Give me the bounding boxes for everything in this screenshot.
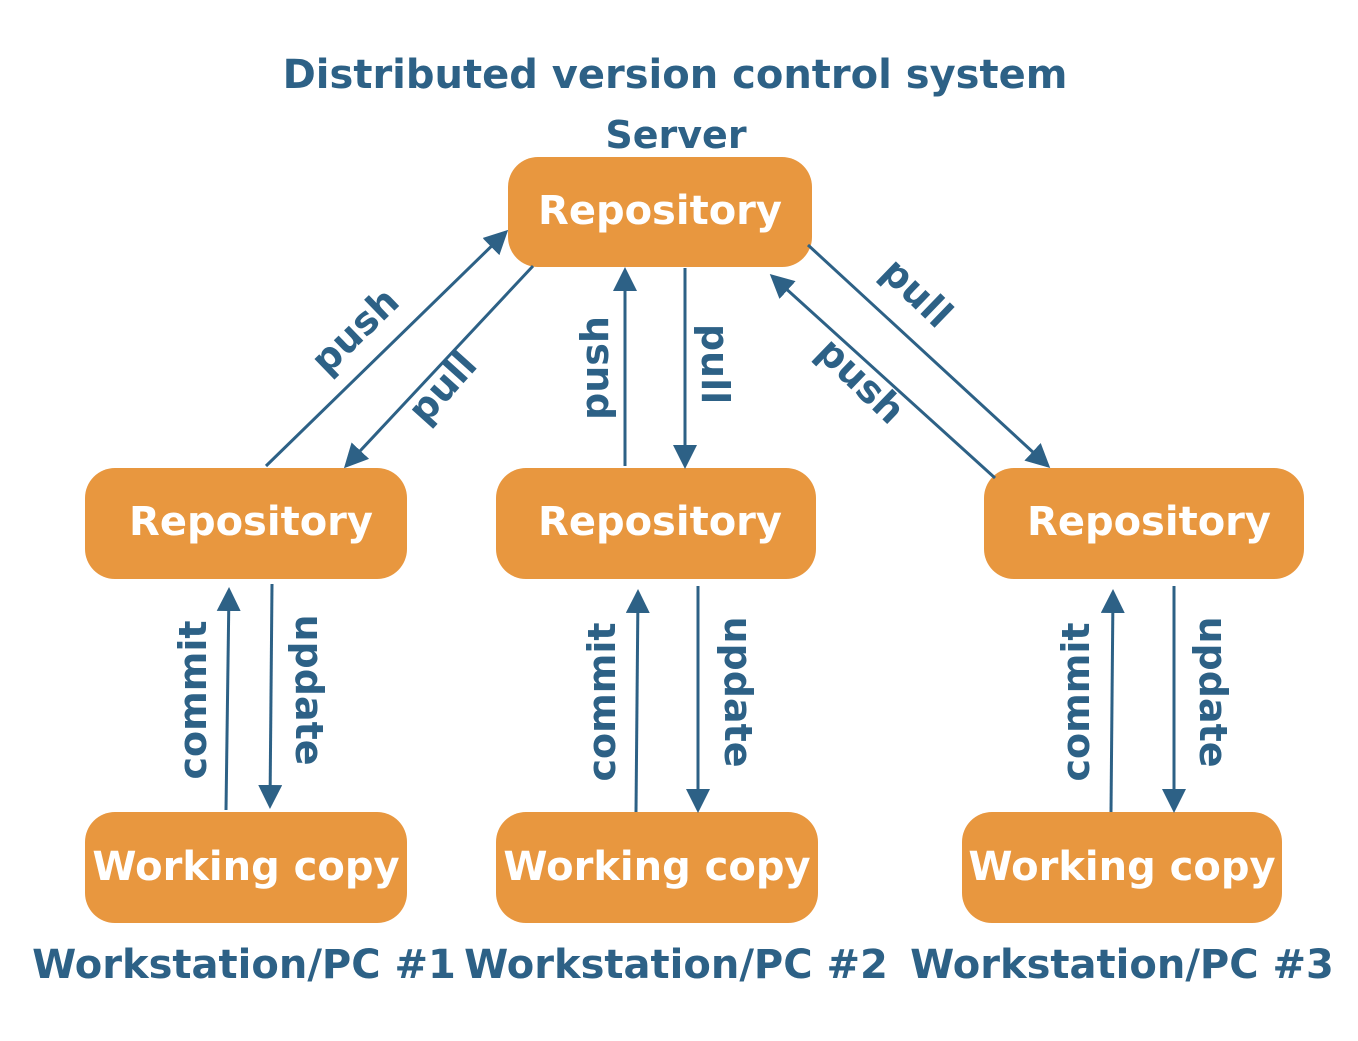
ws3-repository-label: Repository xyxy=(1027,499,1271,545)
ws3-label: Workstation/PC #3 xyxy=(910,942,1334,988)
ws2-commit-arrow xyxy=(625,589,650,813)
ws1-push-label: push xyxy=(302,279,407,383)
ws2-push-label: push xyxy=(573,316,617,420)
ws3-working-copy-label: Working copy xyxy=(968,844,1275,890)
ws3-update-label: update xyxy=(1191,616,1235,767)
ws1-working-copy-box xyxy=(85,812,407,923)
ws2-working-copy-label: Working copy xyxy=(503,844,810,890)
ws1-push-arrow xyxy=(264,229,509,468)
ws2-working-copy-node: Working copy xyxy=(496,812,818,923)
ws3-working-copy-box xyxy=(962,812,1282,923)
ws2-repository-label: Repository xyxy=(538,499,782,545)
ws3-push-arrow xyxy=(769,273,997,480)
ws1-update-label: update xyxy=(287,614,331,765)
ws3-repository-node: Repository xyxy=(984,468,1304,579)
server-repository-node: Repository xyxy=(508,157,812,267)
ws2-commit-label: commit xyxy=(580,622,624,781)
ws3-push-label: push xyxy=(808,329,913,433)
ws1-pull-arrow xyxy=(343,264,535,469)
ws1-repository-label: Repository xyxy=(129,499,373,545)
ws1-working-copy-node: Working copy xyxy=(85,812,407,923)
ws1-repository-node: Repository xyxy=(85,468,407,579)
ws2-repository-node: Repository xyxy=(496,468,816,579)
server-repository-box xyxy=(508,157,812,267)
ws1-working-copy-label: Working copy xyxy=(92,844,399,890)
ws3-working-copy-node: Working copy xyxy=(962,812,1282,923)
diagram-title: Distributed version control system xyxy=(283,52,1068,98)
ws3-pull-label: pull xyxy=(873,249,961,336)
ws2-working-copy-box xyxy=(496,812,818,923)
ws2-pull-label: pull xyxy=(693,324,737,404)
ws2-repository-box xyxy=(496,468,816,579)
ws1-update-arrow xyxy=(258,583,283,809)
ws3-commit-label: commit xyxy=(1054,622,1098,781)
ws2-update-label: update xyxy=(716,616,760,767)
server-label: Server xyxy=(605,113,746,157)
ws1-pull-label: pull xyxy=(399,343,485,432)
ws1-repository-box xyxy=(85,468,407,579)
ws1-commit-label: commit xyxy=(171,620,215,779)
ws2-label: Workstation/PC #2 xyxy=(464,942,888,988)
ws3-pull-arrow xyxy=(806,243,1051,469)
ws1-label: Workstation/PC #1 xyxy=(32,942,456,988)
ws1-commit-arrow xyxy=(216,587,241,811)
ws3-repository-box xyxy=(984,468,1304,579)
ws3-commit-arrow xyxy=(1100,589,1125,813)
server-repository-label: Repository xyxy=(538,188,782,234)
